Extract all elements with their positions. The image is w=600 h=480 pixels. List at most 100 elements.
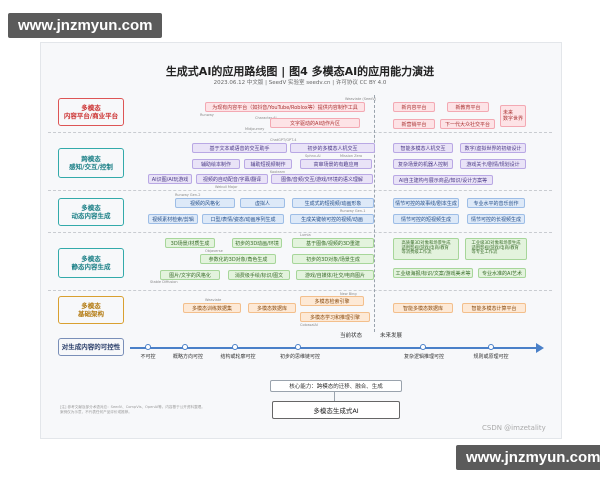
example-label: Weaviate (SeedV) xyxy=(345,97,377,101)
connector xyxy=(334,391,335,401)
static-box: 参数化的3D对象/角色生成 xyxy=(200,254,276,264)
infra-box: 多模态训练数据集 xyxy=(183,303,241,313)
csdn-credit: CSDN @imzetality xyxy=(482,424,546,432)
axis-tick xyxy=(420,344,426,350)
axis-label: 结构或轮廓可控 xyxy=(220,354,256,360)
page-subtitle: 2023.06.12 中文版 | SeedV 实验室 seedv.cn | 许可… xyxy=(213,80,387,86)
future-box: 新教育平台 xyxy=(447,102,489,112)
watermark-top: www.jnzmyun.com xyxy=(8,13,163,38)
static-box: 游戏/自媒体/社交/电商图片 xyxy=(296,270,374,280)
perception-box: 高审场景的有趣应用 xyxy=(300,159,372,169)
future-box: 专业水准的AI艺术 xyxy=(478,268,526,278)
example-label: Objaverse xyxy=(205,249,223,253)
future-box: 情节可控的短视频生成 xyxy=(393,214,459,224)
axis-tick xyxy=(182,344,188,350)
example-label: ChatGPT/GPT-4 xyxy=(270,138,297,142)
controllability-axis xyxy=(130,347,540,349)
separator xyxy=(48,132,552,133)
platform-tools-box: 为现有内容平台（如抖音/YouTube/Roblox等）提供内容制作工具 xyxy=(205,102,365,112)
static-box: 消费级手绘/标识/图文 xyxy=(228,270,290,280)
example-label: Webull Major xyxy=(215,185,238,189)
static-box: 初步的3D动画/环境 xyxy=(232,238,282,248)
core-capability-box: 核心能力：跨模态的迁移、融合、生成 xyxy=(270,380,402,392)
category-controllability: 对生成内容的可控性 xyxy=(58,338,124,356)
perception-box: 辅助短视频制作 xyxy=(244,159,292,169)
watermark-bottom: www.jnzmyun.com xyxy=(456,445,600,470)
current-state-label: 当前状态 xyxy=(340,333,363,339)
perception-box: 辅助绘本制作 xyxy=(192,159,240,169)
future-box: 游戏关卡/剧情/规划设计 xyxy=(460,159,526,169)
future-box: 智能多模态数据库 xyxy=(393,303,453,313)
example-label: Runway Gen-2 xyxy=(175,193,201,197)
static-box: 3D场景/材质生成 xyxy=(165,238,215,248)
future-box: 未来 数字世界 xyxy=(500,105,526,127)
axis-tick xyxy=(232,344,238,350)
future-box: 专业水平的音乐创作 xyxy=(467,198,525,208)
future-box: 智能多模态人机交互 xyxy=(393,143,453,153)
dynamic-box: 视频的风格化 xyxy=(175,198,235,208)
separator xyxy=(48,232,552,233)
example-label: Lumia xyxy=(300,233,311,237)
example-label: ColossalAI xyxy=(300,323,318,327)
future-box: AI自主建构与展示商品/知识/设计方案等 xyxy=(393,175,493,185)
base-ai-box: 多模态生成式AI xyxy=(272,401,400,419)
axis-label: 规则或原理可控 xyxy=(473,354,509,360)
axis-tick xyxy=(145,344,151,350)
axis-tick xyxy=(295,344,301,350)
category-platform: 多模态 内容平台/商业平台 xyxy=(58,98,124,126)
dynamic-box: 视频素材检索/剪辑 xyxy=(148,214,198,224)
future-box: 情节可控的故事线/剧本生成 xyxy=(393,198,459,208)
axis-label: 复杂逻辑推理可控 xyxy=(403,354,445,360)
future-box: 下一代大众社交平台 xyxy=(440,119,495,129)
dynamic-box: 生成式的短视频/动画形象 xyxy=(292,198,374,208)
example-label: Runway xyxy=(200,113,214,117)
axis-tick xyxy=(488,344,494,350)
perception-hci-box: 初步的多模态人机交互 xyxy=(290,143,375,153)
example-label: Midjourney xyxy=(245,127,265,131)
perception-assistant-box: 基于文本或语音的交互助手 xyxy=(192,143,287,153)
future-box: 情节可控的长视频生成 xyxy=(467,214,525,224)
dynamic-box: 虚拟人 xyxy=(240,198,285,208)
arrow-right-icon xyxy=(536,343,544,353)
future-box: 新内容平台 xyxy=(393,102,435,112)
future-box: 高质量3D对象和场景生成 适用影视/游戏/电商/教育 等消费级工作流 xyxy=(393,238,459,260)
dynamic-box: 口型/表情/姿态/动画序列生成 xyxy=(202,214,284,224)
infra-box: 多模态数据库 xyxy=(248,303,296,313)
separator xyxy=(48,190,552,191)
example-label: Sphnx-AI xyxy=(305,154,321,158)
infra-box: 多模态学习和推理引擎 xyxy=(300,312,370,322)
infra-box: 多模态检索引擎 xyxy=(300,296,364,306)
future-box: 工业级3D对象和场景生成 适用影视/游戏/电商/教育 等专业工作流 xyxy=(465,238,527,260)
category-static: 多模态 静态内容生成 xyxy=(58,248,124,278)
axis-label: 初步的思维链可控 xyxy=(279,354,321,360)
future-box: 数字/虚拟世界的初级设计 xyxy=(460,143,526,153)
example-label: New Bing xyxy=(340,292,357,296)
perception-box: 视频的自动配音/字幕/翻译 xyxy=(196,174,268,184)
category-infra: 多模态 基础架构 xyxy=(58,296,124,324)
category-dynamic: 多模态 动态内容生成 xyxy=(58,198,124,226)
dynamic-box: 生成关键帧可控的视频/动画 xyxy=(290,214,374,224)
example-label: Weaviate xyxy=(205,298,222,302)
static-box: 初步的3D对象/场景生成 xyxy=(292,254,374,264)
axis-label: 不可控 xyxy=(140,354,156,360)
perception-box: 图像/音频/交互/游戏/环境的语义理解 xyxy=(271,174,373,184)
category-perception: 跨模态 感知/交互/控制 xyxy=(58,148,124,178)
future-box: 智能多模态计算平台 xyxy=(462,303,526,313)
future-state-label: 未来发展 xyxy=(380,333,403,339)
example-label: Runway Gen-1 xyxy=(340,209,366,213)
perception-box: AI识图/AI玩游戏 xyxy=(148,174,192,184)
footnote: [注] 参考文献及部分术语对应：SeedV、CompVis、OpenAI等。内容… xyxy=(60,405,205,415)
platform-action-box: 文字驱动的AI动作片区 xyxy=(270,118,360,128)
separator xyxy=(48,290,552,291)
example-label: Koolearn xyxy=(270,170,286,174)
axis-label: 概略方向可控 xyxy=(172,354,204,360)
example-label: Stable Diffusion xyxy=(150,280,178,284)
future-box: 复杂场景的机器人控制 xyxy=(393,159,453,169)
future-box: 工业级海报/标识/文案/游戏美术等 xyxy=(393,268,473,278)
current-future-divider xyxy=(374,95,375,332)
static-box: 基于图像/视频的3D重建 xyxy=(292,238,374,248)
example-label: Mission Zero xyxy=(340,154,363,158)
static-box: 图片/文字的风格化 xyxy=(160,270,220,280)
future-box: 新营销平台 xyxy=(393,119,435,129)
page-title: 生成式AI的应用路线图 | 图4 多模态AI的应用能力演进 xyxy=(165,65,435,78)
